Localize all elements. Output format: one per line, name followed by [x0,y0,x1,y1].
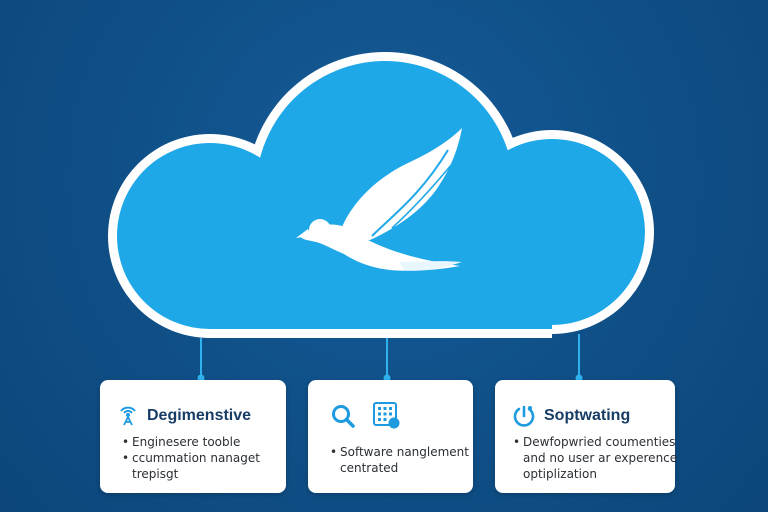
card-1-title: Degimenstive [147,407,252,424]
connectors [197,334,583,382]
card-3-line-2: and no user ar experence [523,451,678,465]
connector-dot-2 [383,374,391,382]
card-1-header: Degimenstive [117,402,251,430]
card-2-header [330,402,402,430]
search-icon [330,403,356,429]
card-1-body: •Enginesere tooble •ccummation nanaget t… [122,434,276,482]
connector-dot-1 [197,374,205,382]
card-2-line-1: •Software nanglement [330,445,469,459]
card-2-body: •Software nanglement centrated [330,444,469,476]
feature-card-3: Soptwating •Dewfopwried coumenties and n… [495,380,678,493]
feature-card-1: Degimenstive •Enginesere tooble •ccummat… [100,380,286,493]
card-3-title: Soptwating [544,407,631,424]
power-timer-icon [512,404,536,428]
card-3-body: •Dewfopwried coumenties and no user ar e… [513,434,678,482]
card-1-line-1: •Enginesere tooble [122,435,241,449]
connector-dot-3 [575,374,583,382]
grid-app-icon [372,401,402,431]
card-3-line-3: optiplization [523,467,597,481]
card-3-line-1: •Dewfopwried coumenties [513,435,676,449]
card-1-line-3: trepisgt [132,467,179,481]
cloud-shape [108,52,654,338]
card-3-header: Soptwating [512,402,630,430]
card-2-line-2: centrated [340,461,399,475]
feature-card-2: •Software nanglement centrated [308,380,473,493]
antenna-icon [117,405,139,427]
bird-icon [296,128,462,271]
card-1-line-2: •ccummation nanaget [122,451,260,465]
